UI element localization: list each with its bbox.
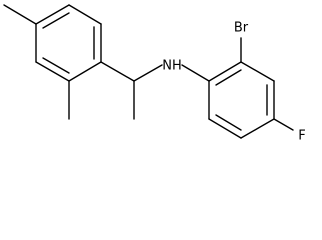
bond — [208, 118, 242, 139]
chemical-structure-diagram: NH Br F — [3, 4, 306, 144]
double-bond-inner — [215, 114, 242, 131]
ring-to-ch-bond — [100, 61, 135, 82]
double-bond-inner — [42, 12, 70, 29]
f-atom-label: F — [298, 129, 305, 144]
bond — [68, 61, 102, 82]
double-bond-inner — [215, 69, 242, 86]
double-bond-inner — [42, 57, 70, 74]
left-benzene-ring — [35, 4, 102, 82]
bond — [35, 4, 70, 25]
bond — [240, 118, 275, 139]
br-atom-label: Br — [234, 21, 249, 36]
nh-atom-label: NH — [162, 59, 182, 74]
bond — [68, 4, 102, 25]
methyl-bond-para — [3, 4, 37, 25]
bond — [35, 61, 70, 82]
nh-to-ring-bond — [181, 64, 210, 82]
ch-to-nh-bond — [133, 64, 163, 82]
ring-to-f-bond — [273, 118, 294, 131]
bond — [240, 61, 275, 82]
bond — [208, 61, 242, 82]
right-benzene-ring — [208, 61, 275, 139]
